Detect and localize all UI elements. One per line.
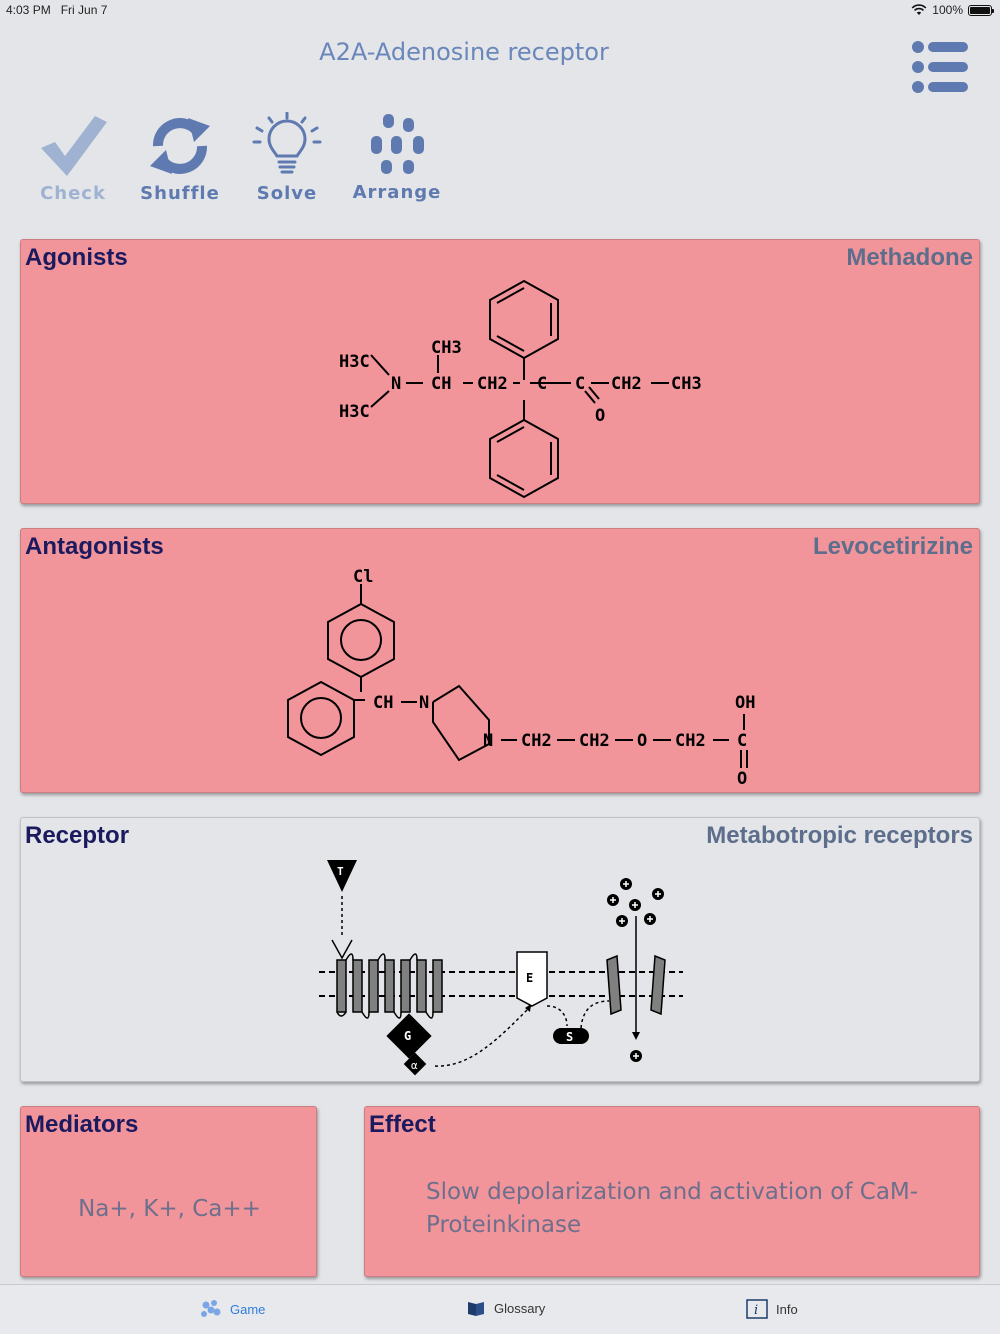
receptor-answer: Metabotropic receptors	[706, 822, 973, 849]
methadone-h3c-top: H3C	[339, 352, 370, 372]
levo-cl: Cl	[353, 567, 373, 587]
mediators-card[interactable]: Mediators Na+, K+, Ca++	[20, 1106, 317, 1277]
arrange-label: Arrange	[352, 182, 442, 203]
agonists-title: Agonists	[25, 244, 128, 271]
receptor-card[interactable]: Receptor Metabotropic receptors T G α E	[20, 817, 980, 1082]
tab-bar: Game Glossary i Info	[0, 1284, 1000, 1334]
menu-button[interactable]	[908, 38, 972, 96]
list-menu-icon	[912, 41, 968, 93]
status-date-text: Fri Jun 7	[60, 3, 108, 17]
tab-glossary[interactable]: Glossary	[466, 1299, 545, 1317]
methadone-ch2-a: CH2	[477, 374, 508, 394]
arrange-button[interactable]: Arrange	[342, 108, 452, 208]
levo-n-top: N	[419, 693, 429, 713]
lightbulb-icon	[252, 112, 322, 174]
receptor-s: S	[566, 1030, 573, 1044]
receptor-alpha: α	[411, 1059, 418, 1072]
status-right: 100%	[911, 3, 994, 17]
methadone-n: N	[391, 374, 401, 394]
tab-glossary-label: Glossary	[494, 1300, 546, 1316]
methadone-ch3-top: CH3	[431, 338, 462, 358]
levo-n-bottom: N	[483, 731, 493, 751]
shuffle-button[interactable]: Shuffle	[125, 108, 235, 208]
levocetirizine-structure: Cl CH N N CH2 CH2 O CH2 C OH O	[287, 567, 755, 789]
status-time-text: 4:03 PM	[6, 3, 51, 17]
tab-info[interactable]: i Info	[746, 1299, 798, 1319]
arrange-grid-icon	[371, 114, 424, 174]
refresh-icon	[150, 118, 210, 174]
antagonists-answer: Levocetirizine	[812, 533, 973, 560]
info-icon: i	[746, 1299, 768, 1319]
methadone-h3c-bottom: H3C	[339, 402, 370, 422]
book-icon	[468, 1302, 484, 1316]
antagonists-title: Antagonists	[25, 533, 164, 560]
solve-button[interactable]: Solve	[232, 108, 342, 208]
receptor-title: Receptor	[25, 822, 130, 849]
levo-oh: OH	[735, 693, 755, 713]
receptor-g: G	[404, 1029, 411, 1043]
agonists-card[interactable]: Agonists Methadone H3C H3C N CH3 CH	[20, 239, 980, 504]
battery-icon	[968, 4, 994, 16]
receptor-t: T	[337, 865, 344, 878]
levo-ch: CH	[373, 693, 393, 713]
antagonists-card[interactable]: Antagonists Levocetirizine Cl CH N N C	[20, 528, 980, 793]
battery-percent: 100%	[932, 3, 963, 17]
tab-game-label: Game	[230, 1301, 266, 1317]
effect-card[interactable]: Effect Slow depolarization and activatio…	[364, 1106, 980, 1277]
receptor-e: E	[526, 971, 533, 985]
agonists-answer: Methadone	[846, 244, 973, 271]
checkmark-icon	[41, 116, 107, 176]
levo-c: C	[737, 731, 747, 751]
tab-game[interactable]: Game	[200, 1299, 265, 1319]
bubbles-icon	[201, 1300, 221, 1317]
levo-ch2-c: CH2	[675, 731, 706, 751]
effect-value: Slow depolarization and activation of Ca…	[426, 1179, 919, 1238]
solve-label: Solve	[256, 183, 318, 204]
levo-ch2-b: CH2	[579, 731, 610, 751]
wifi-icon	[911, 4, 927, 15]
status-time: 4:03 PM Fri Jun 7	[6, 3, 107, 17]
levo-o-double: O	[737, 769, 747, 789]
status-bar: 4:03 PM Fri Jun 7 100%	[0, 0, 1000, 22]
page-title: A2A-Adenosine receptor	[319, 38, 609, 66]
methadone-o: O	[595, 406, 605, 426]
levo-ch2-a: CH2	[521, 731, 552, 751]
levo-o: O	[637, 731, 647, 751]
check-button[interactable]: Check	[18, 108, 128, 208]
methadone-ch3-end: CH3	[671, 374, 702, 394]
mediators-title: Mediators	[25, 1111, 139, 1138]
shuffle-label: Shuffle	[140, 183, 220, 204]
receptor-diagram: T G α E S	[319, 860, 683, 1076]
tab-info-label: Info	[776, 1301, 798, 1317]
methadone-c-center: C	[537, 374, 547, 394]
mediators-value: Na+, K+, Ca++	[78, 1196, 261, 1222]
methadone-structure: H3C H3C N CH3 CH CH2 C C O CH2 CH3	[339, 279, 702, 499]
methadone-ch: CH	[431, 374, 451, 394]
methadone-ch2-b: CH2	[611, 374, 642, 394]
effect-title: Effect	[369, 1111, 436, 1138]
methadone-c-carbonyl: C	[575, 374, 585, 394]
check-label: Check	[40, 183, 106, 204]
svg-text:i: i	[754, 1303, 758, 1318]
